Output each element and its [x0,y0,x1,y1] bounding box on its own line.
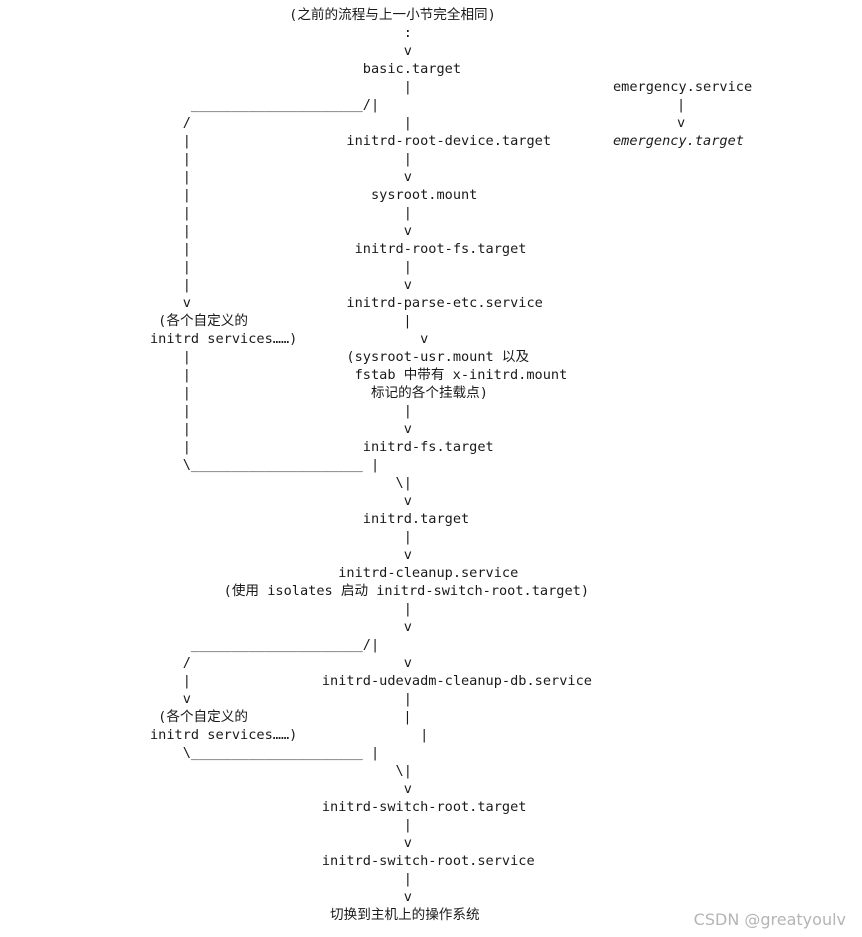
diagram-line-9: | | [150,151,412,167]
diagram-line-35: v [150,619,412,635]
diagram-line-8: | initrd-root-device.target [150,133,552,149]
diagram-line-41: initrd services……) | [150,727,429,743]
csdn-watermark: CSDN @greatyoulv [693,910,846,929]
diagram-line-12: | | [150,205,412,221]
diagram-line-27: \| [150,475,412,491]
diagram-line-23: | | [150,403,412,419]
diagram-line-1: (之前的流程与上一小节完全相同) [150,7,496,23]
diagram-line-15: | | [150,259,412,275]
diagram-line-5: | [150,79,412,95]
diagram-line-14: | initrd-root-fs.target [150,241,527,257]
diagram-line-4: basic.target [150,61,461,77]
diagram-line-50: v [150,889,412,905]
diagram-line-17: v initrd-parse-etc.service [150,295,543,311]
diagram-line-32: initrd-cleanup.service [150,565,519,581]
diagram-line-46: | [150,817,412,833]
diagram-line-18: (各个自定义的 | [150,313,412,329]
diagram-line-38: | initrd-udevadm-cleanup-db.service [150,673,592,689]
diagram-line-20: | (sysroot-usr.mount 以及 [150,349,530,365]
diagram-line-19: initrd services……) v [150,331,429,347]
diagram-line-7: / | [150,115,412,131]
diagram-line-24: | v [150,421,412,437]
diagram-line-48: initrd-switch-root.service [150,853,535,869]
diagram-line-13: | v [150,223,412,239]
diagram-line-51: 切换到主机上的操作系统 [150,907,480,923]
diagram-line-21: | fstab 中带有 x-initrd.mount [150,367,568,383]
diagram-line-28: v [150,493,412,509]
diagram-line-6: _____________________/| [150,97,380,113]
diagram-line-11: | sysroot.mount [150,187,478,203]
diagram-line-16: | v [150,277,412,293]
emergency-connector-bar: | [677,97,686,113]
diagram-line-2: : [150,25,412,41]
diagram-line-25: | initrd-fs.target [150,439,494,455]
diagram-line-43: \| [150,763,412,779]
diagram-line-34: | [150,601,412,617]
diagram-line-29: initrd.target [150,511,470,527]
emergency-service-label: emergency.service [613,79,753,95]
emergency-target-label: emergency.target [613,133,744,149]
diagram-line-44: v [150,781,412,797]
emergency-connector-arrow: v [677,115,686,131]
diagram-line-47: v [150,835,412,851]
diagram-line-37: / v [150,655,412,671]
diagram-line-31: v [150,547,412,563]
diagram-line-26: \_____________________ | [150,457,380,473]
diagram-line-10: | v [150,169,412,185]
diagram-line-33: (使用 isolates 启动 initrd-switch-root.targe… [150,583,590,599]
diagram-line-30: | [150,529,412,545]
diagram-line-36: _____________________/| [150,637,380,653]
diagram-line-3: v [150,43,412,59]
diagram-line-22: | 标记的各个挂载点) [150,385,488,401]
diagram-line-39: v | [150,691,412,707]
diagram-line-49: | [150,871,412,887]
diagram-line-45: initrd-switch-root.target [150,799,527,815]
diagram-line-40: (各个自定义的 | [150,709,412,725]
diagram-line-42: \_____________________ | [150,745,380,761]
